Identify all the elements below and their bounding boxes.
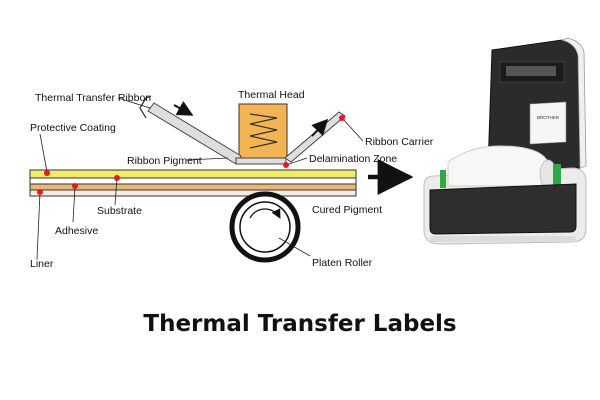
thermal-head-block <box>238 103 288 159</box>
rotation-arrow <box>249 208 281 219</box>
roll-holder-left <box>440 170 446 188</box>
roll-holder-right <box>553 164 561 186</box>
label-protective-coating: Protective Coating <box>30 122 116 134</box>
label-substrate: Substrate <box>97 205 142 217</box>
label-printer: BROTHER <box>423 37 587 245</box>
heating-coil <box>249 113 278 149</box>
platen-roller <box>229 191 301 263</box>
label-ribbon-pigment: Ribbon Pigment <box>127 155 202 167</box>
ribbon-feed <box>147 102 242 165</box>
liner-layer <box>29 189 357 197</box>
label-liner: Liner <box>30 258 54 270</box>
printer-badge: BROTHER <box>537 115 560 120</box>
substrate-layer <box>29 177 357 185</box>
ribbon-under-head <box>235 157 287 165</box>
marker-substrate <box>114 175 120 181</box>
label-ribbon-carrier: Ribbon Carrier <box>365 136 434 148</box>
label-adhesive: Adhesive <box>55 225 98 237</box>
label-delamination-zone: Delamination Zone <box>309 153 397 165</box>
printer-front-window <box>429 183 577 235</box>
marker-adhesive <box>72 183 78 189</box>
printer-base <box>430 236 576 242</box>
markers <box>37 115 345 195</box>
label-roll <box>447 145 549 187</box>
ribbon <box>139 95 346 165</box>
printer-lid-rim <box>560 37 587 169</box>
printer-lid-sticker <box>529 101 567 145</box>
marker-liner <box>37 189 43 195</box>
page-title: Thermal Transfer Labels <box>143 311 456 337</box>
protective-coating-layer <box>29 169 357 179</box>
label-stack <box>29 169 357 197</box>
adhesive-layer <box>29 183 357 191</box>
carrier-direction-arrow <box>311 118 329 137</box>
label-platen-roller: Platen Roller <box>312 257 373 269</box>
marker-protective-coating <box>44 170 50 176</box>
callouts <box>36 97 364 260</box>
ribbon-bracket <box>139 95 152 119</box>
thermal-head <box>238 103 288 159</box>
label-cured-pigment: Cured Pigment <box>312 204 382 216</box>
printer-lid-gear <box>506 66 556 76</box>
label-thermal-head: Thermal Head <box>238 89 305 101</box>
label-thermal-transfer-ribbon: Thermal Transfer Ribbon <box>35 92 151 104</box>
ribbon-direction-arrow <box>173 101 194 116</box>
marker-ribbon-carrier <box>339 115 345 121</box>
marker-delamination-zone <box>283 162 289 168</box>
